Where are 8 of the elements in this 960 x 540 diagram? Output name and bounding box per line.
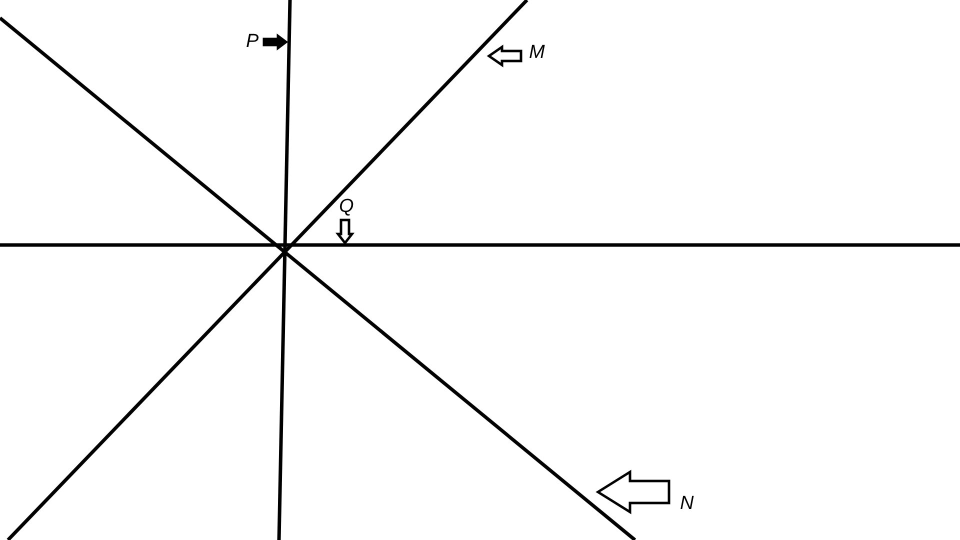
block-arrow (335, 218, 355, 246)
block-arrow (596, 470, 670, 514)
point-label: N (680, 493, 694, 515)
point-label: Q (339, 196, 354, 218)
block-arrow (486, 44, 522, 68)
point-label: M (529, 42, 545, 64)
point-label: P (246, 31, 259, 53)
block-arrow (262, 34, 288, 50)
